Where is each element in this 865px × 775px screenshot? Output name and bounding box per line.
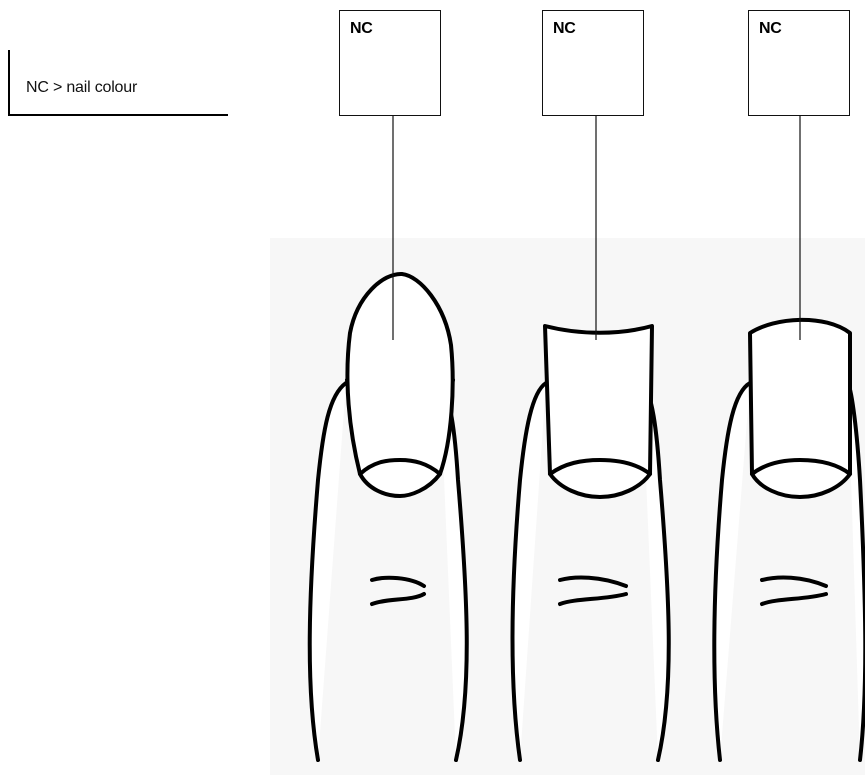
finger-3-knuckle-upper [760,575,828,588]
legend: NC > nail colour [8,50,228,116]
callout-label-1: NC [350,20,373,37]
callout-label-2: NC [553,20,576,37]
finger-2-knuckle-upper [558,575,628,588]
finger-1-knuckle-lower [370,592,426,606]
callout-box-3: NC [748,10,850,116]
callout-box-1: NC [339,10,441,116]
finger-1-knuckle-upper [370,575,426,588]
finger-2-knuckle-lower [558,592,628,606]
finger-1-nail [345,271,455,498]
finger-3-cuticle [750,458,852,476]
finger-1-cuticle [358,458,442,476]
finger-3-knuckle-lower [760,592,828,606]
callout-box-2: NC [542,10,644,116]
leader-lines [392,116,801,340]
finger-2-cuticle [548,458,652,476]
legend-text: NC > nail colour [26,79,138,96]
finger-3-nail [748,317,852,499]
finger-squoval-nail-icon [712,317,865,762]
finger-almond-nail-icon [307,271,469,762]
finger-square-nail-icon [510,324,671,762]
callout-label-3: NC [759,20,782,37]
finger-2-nail [543,324,654,499]
